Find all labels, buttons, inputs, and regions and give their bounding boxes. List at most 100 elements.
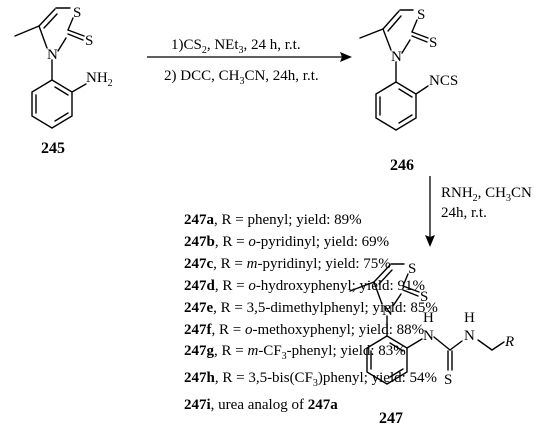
bond (382, 28, 392, 51)
compound-id: 247a (184, 212, 214, 228)
bond (389, 342, 404, 352)
compound-246-structure: S N S NCS (359, 7, 458, 131)
bond (411, 19, 418, 33)
bond (449, 340, 463, 351)
entry-text: , R = (214, 370, 249, 387)
compound-label-247: 247 (379, 410, 403, 427)
bond (415, 85, 429, 95)
entry-yield: ; yield: 91% (351, 277, 425, 294)
yield-entry: 247b, R = o-pyridinyl; yield: 69% (184, 232, 438, 254)
atom-label: H (464, 310, 475, 326)
entry-substituent: -pyridinyl (255, 233, 316, 250)
bond (392, 293, 402, 307)
yield-entry: 247f, R = o-methoxyphenyl; yield: 88% (184, 320, 438, 342)
compound-id: 247c (184, 255, 214, 272)
step1-conditions-line2: 2) DCC, CH3CN, 24h, r.t. (164, 68, 319, 87)
step2-conditions-line1: RNH2, CH3CN (441, 185, 532, 204)
entry-substituent: -methoxyphenyl (252, 321, 351, 338)
entry-yield: ; yield: 88% (350, 321, 425, 338)
entry-substituent: -pyridinyl (257, 255, 318, 272)
entry-text: , R = (213, 299, 247, 316)
atom-label: N (423, 328, 434, 344)
entry-yield: ; yield: 85% (364, 299, 438, 316)
atom-label: S (429, 35, 437, 51)
compound-id: 247f (184, 321, 212, 338)
bond (71, 83, 87, 93)
compound-label-245: 245 (41, 140, 65, 157)
bond (411, 35, 428, 43)
entry-italic-prefix: m (247, 343, 259, 360)
bond (67, 17, 74, 31)
yield-entry: 247e, R = 3,5-dimethylphenyl; yield: 85% (184, 298, 438, 320)
bond (43, 13, 58, 29)
bond (378, 269, 393, 285)
entry-text: , R = (214, 233, 249, 250)
compound-id: 247b (184, 233, 215, 250)
entry-subscript: 3 (312, 378, 318, 390)
bond (389, 368, 404, 378)
bond (14, 25, 40, 37)
entry-yield: )phenyl; yield: 54% (317, 370, 438, 387)
entry-substituent: -hydroxyphenyl (255, 277, 352, 294)
compound-id: 247h (184, 370, 215, 387)
yield-entry: 247d, R = o-hydroxyphenyl; yield: 91% (184, 276, 438, 298)
entry-yield: ; yield: 89% (288, 212, 362, 228)
entry-subscript: 3 (281, 351, 287, 363)
bond (349, 281, 375, 292)
bond (387, 15, 402, 32)
entry-yield: ; yield: 69% (315, 233, 390, 250)
atom-label: S (444, 372, 452, 388)
compound-label-246: 246 (390, 157, 414, 174)
atom-label: H (423, 310, 434, 326)
compound-id: 247e (184, 299, 214, 316)
substituent-yield-list: 247a, R = phenyl; yield: 89%247b, R = o-… (184, 210, 438, 417)
atom-label: N (47, 47, 58, 63)
bond (477, 339, 493, 351)
compound-247-structure: S N S H N S H N R (349, 261, 514, 388)
bond (31, 79, 73, 129)
bond (38, 8, 56, 27)
bond (402, 285, 420, 293)
bond (398, 88, 413, 98)
bond (54, 112, 69, 122)
bond (359, 28, 384, 39)
compound-id: 247g (184, 343, 214, 360)
entry-substituent: phenyl (247, 212, 289, 228)
step1-conditions-line1: 1)CS2, NEt3, 24 h, r.t. (171, 37, 301, 56)
bond (67, 33, 84, 41)
entry-substituent: 3,5-bis(CF (248, 370, 313, 387)
entry-substituent: 3,5-dimethylphenyl (246, 299, 365, 316)
entry-italic-prefix: o (244, 321, 253, 338)
yield-entry: 247a, R = phenyl; yield: 89% (184, 210, 438, 232)
entry-italic-prefix: m (246, 255, 258, 272)
atom-label: N (464, 328, 475, 344)
step2-conditions-line2: 24h, r.t. (441, 205, 487, 221)
atom-label: N (382, 303, 393, 319)
yield-entry: 247g, R = m-CF3-phenyl; yield: 83% (184, 341, 438, 368)
entry-text: , R = (214, 212, 248, 228)
reaction-arrow-1 (147, 52, 352, 62)
yield-entry: 247c, R = m-pyridinyl; yield: 75% (184, 254, 438, 276)
reaction-arrow-2 (425, 176, 435, 247)
atom-label: S (408, 261, 416, 277)
compound-ref: 247a (307, 397, 338, 414)
arrowhead (340, 52, 352, 62)
entry-italic-prefix: o (248, 233, 256, 250)
compound-245-structure: S N S NH2 (14, 5, 113, 129)
atom-label: S (420, 289, 428, 305)
entry-substituent: -CF (258, 343, 282, 360)
bond (375, 81, 417, 131)
bond (402, 273, 409, 287)
bond (401, 39, 411, 54)
bond (433, 336, 451, 351)
atom-label: NCS (429, 73, 458, 89)
entry-text: , urea analog of (210, 397, 308, 414)
bond (67, 29, 85, 37)
entry-text: , R = (213, 255, 247, 272)
atom-label: S (417, 7, 425, 23)
entry-yield: ; yield: 75% (317, 255, 391, 272)
compound-id: 247i (184, 397, 211, 414)
arrowhead (425, 235, 435, 247)
atom-label: N (391, 49, 402, 65)
